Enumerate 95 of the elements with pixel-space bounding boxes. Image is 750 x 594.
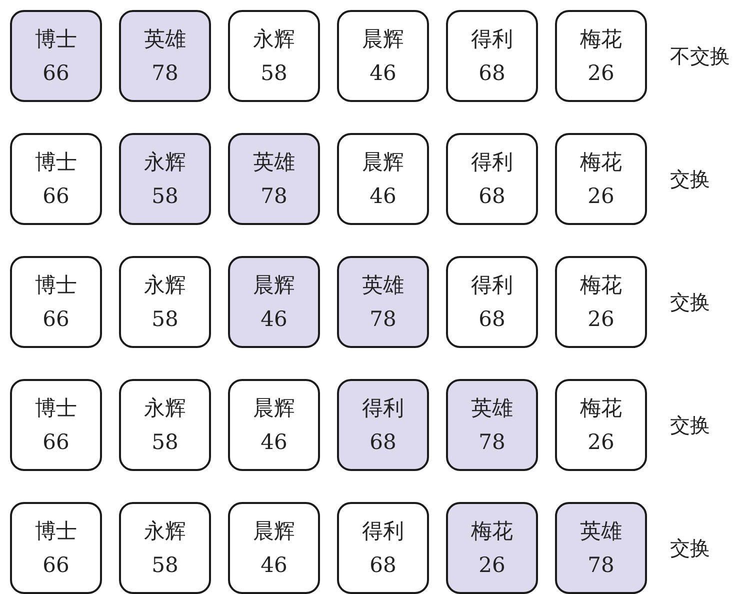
name-text: 英雄 [144, 26, 186, 53]
score-text: 66 [42, 183, 70, 210]
score-text: 78 [370, 306, 396, 333]
swap-note: 交换 [670, 412, 710, 439]
name-text: 梅花 [580, 395, 622, 422]
score-text: 68 [370, 429, 396, 456]
card [555, 133, 647, 225]
name-text: 博士 [35, 518, 77, 545]
score-text: 66 [42, 306, 70, 333]
card [337, 256, 429, 348]
card [10, 133, 102, 225]
score-text: 58 [152, 429, 178, 456]
swap-note: 不交换 [670, 43, 730, 70]
name-text: 晨辉 [253, 395, 295, 422]
name-text: 得利 [362, 518, 404, 545]
score-text: 78 [152, 60, 178, 87]
score-text: 26 [478, 552, 506, 579]
card [337, 502, 429, 594]
name-text: 晨辉 [362, 149, 404, 176]
name-text: 得利 [471, 149, 513, 176]
name-text: 永辉 [144, 395, 186, 422]
name-text: 博士 [35, 395, 77, 422]
score-text: 58 [152, 183, 178, 210]
card [337, 10, 429, 102]
name-text: 英雄 [580, 518, 622, 545]
card [228, 502, 320, 594]
score-text: 26 [588, 429, 614, 456]
name-text: 永辉 [144, 149, 186, 176]
name-text: 梅花 [580, 149, 622, 176]
card [555, 10, 647, 102]
name-text: 晨辉 [253, 272, 295, 299]
name-text: 永辉 [144, 518, 186, 545]
score-text: 68 [478, 60, 506, 87]
card [10, 256, 102, 348]
swap-note: 交换 [670, 166, 710, 193]
name-text: 得利 [471, 26, 513, 53]
card [119, 379, 211, 471]
score-text: 68 [370, 552, 396, 579]
name-text: 博士 [35, 26, 77, 53]
name-text: 永辉 [144, 272, 186, 299]
score-text: 26 [588, 60, 614, 87]
score-text: 78 [478, 429, 506, 456]
score-text: 58 [152, 552, 178, 579]
card [337, 379, 429, 471]
name-text: 博士 [35, 272, 77, 299]
swap-note: 交换 [670, 289, 710, 316]
score-text: 66 [42, 429, 70, 456]
card [446, 502, 538, 594]
name-text: 得利 [471, 272, 513, 299]
name-text: 英雄 [362, 272, 404, 299]
score-text: 78 [588, 552, 614, 579]
score-text: 78 [260, 183, 288, 210]
card [228, 256, 320, 348]
score-text: 26 [588, 306, 614, 333]
score-text: 66 [42, 60, 70, 87]
card [10, 379, 102, 471]
name-text: 晨辉 [362, 26, 404, 53]
card [555, 502, 647, 594]
score-text: 46 [370, 60, 396, 87]
card [555, 256, 647, 348]
score-text: 46 [260, 429, 288, 456]
card [119, 10, 211, 102]
card [119, 256, 211, 348]
score-text: 46 [260, 306, 288, 333]
name-text: 梅花 [580, 26, 622, 53]
card [337, 133, 429, 225]
card [446, 379, 538, 471]
card [228, 133, 320, 225]
score-text: 58 [260, 60, 288, 87]
swap-note: 交换 [670, 535, 710, 562]
score-text: 46 [260, 552, 288, 579]
name-text: 晨辉 [253, 518, 295, 545]
score-text: 68 [478, 306, 506, 333]
card [119, 133, 211, 225]
score-text: 58 [152, 306, 178, 333]
name-text: 英雄 [253, 149, 295, 176]
name-text: 得利 [362, 395, 404, 422]
score-text: 68 [478, 183, 506, 210]
name-text: 梅花 [471, 518, 513, 545]
card [446, 10, 538, 102]
score-text: 46 [370, 183, 396, 210]
card [228, 10, 320, 102]
card [555, 379, 647, 471]
name-text: 梅花 [580, 272, 622, 299]
name-text: 博士 [35, 149, 77, 176]
card [10, 502, 102, 594]
card [228, 379, 320, 471]
name-text: 英雄 [471, 395, 513, 422]
card [119, 502, 211, 594]
score-text: 66 [42, 552, 70, 579]
card [446, 256, 538, 348]
card [10, 10, 102, 102]
card [446, 133, 538, 225]
name-text: 永辉 [253, 26, 295, 53]
score-text: 26 [588, 183, 614, 210]
